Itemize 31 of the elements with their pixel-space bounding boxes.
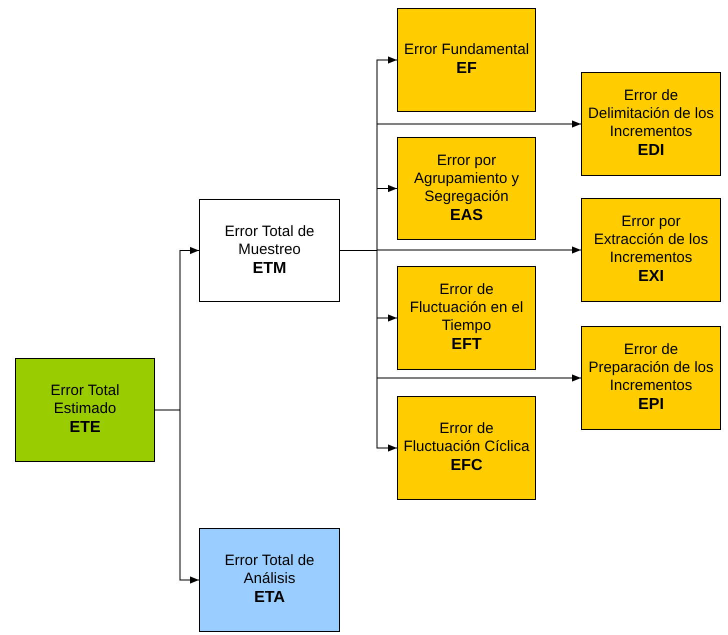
node-code: ETM xyxy=(252,258,286,278)
process-box xyxy=(397,8,536,112)
process-box xyxy=(397,396,536,500)
node-code: EFT xyxy=(451,335,482,355)
node-code: EFC xyxy=(450,456,482,476)
node-code: ETE xyxy=(69,418,101,438)
node-title: Error Total de Muestreo xyxy=(224,222,316,259)
process-box xyxy=(581,198,721,302)
node-title: Error de Fluctuación Cíclica xyxy=(402,420,530,456)
node-code: ETA xyxy=(254,588,285,608)
process-box xyxy=(199,199,340,302)
node-title: Error Fundamental xyxy=(404,41,530,60)
process-box xyxy=(199,528,340,632)
node-code: EPI xyxy=(638,395,664,415)
node-title: Error Total Estimado xyxy=(50,382,120,418)
process-box xyxy=(581,72,721,176)
process-box xyxy=(15,358,155,462)
node-title: Error de Delimitación de los Incrementos xyxy=(587,87,715,142)
process-box xyxy=(581,326,721,430)
node-code: EAS xyxy=(450,206,483,226)
node-title: Error Total de Análisis xyxy=(224,552,316,588)
connector-arrow xyxy=(154,410,200,584)
process-box xyxy=(397,137,536,240)
node-title: Error por Extracción de los Incrementos xyxy=(592,213,710,268)
node-code: EF xyxy=(456,59,477,79)
node-code: EDI xyxy=(638,141,664,161)
node-title: Error por Agrupamiento y Segregación xyxy=(412,152,520,206)
process-box xyxy=(397,266,536,370)
node-title: Error de Preparación de los Incrementos xyxy=(587,341,715,396)
node-title: Error de Fluctuación en el Tiempo xyxy=(408,281,524,336)
node-code: EXI xyxy=(638,267,664,287)
